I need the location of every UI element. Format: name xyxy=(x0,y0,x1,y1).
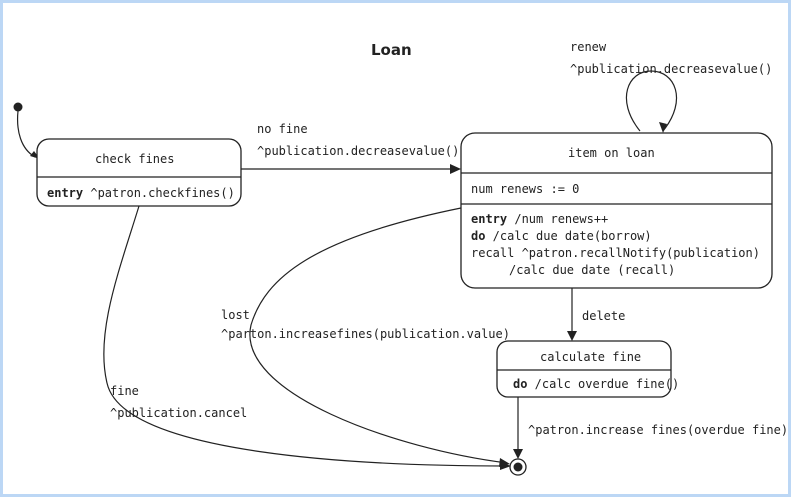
final-arrowhead xyxy=(513,449,523,459)
renew-event-label: renew xyxy=(570,40,607,54)
state-item-on-loan-recall: recall ^patron.recallNotify(publication) xyxy=(471,246,760,260)
no-fine-event-label: no fine xyxy=(257,122,308,136)
state-check-fines: check fines entry ^patron.checkfines() xyxy=(36,138,242,207)
fine-action-label: ^publication.cancel xyxy=(110,406,247,420)
renew-action-label: ^publication.decreasevalue() xyxy=(570,62,772,76)
state-item-on-loan-do: do /calc due date(borrow) xyxy=(471,229,652,243)
final-state xyxy=(509,458,527,476)
state-item-on-loan: item on loan num renews := 0 entry /num … xyxy=(460,132,773,289)
state-check-fines-entry: entry ^patron.checkfines() xyxy=(47,186,235,200)
fine-arrowhead xyxy=(500,462,511,470)
final-action-label: ^patron.increase fines(overdue fine) xyxy=(528,423,788,437)
lost-transition xyxy=(249,207,508,464)
renew-arrowhead xyxy=(659,122,667,133)
initial-state xyxy=(13,102,23,112)
state-item-on-loan-recall-action: /calc due date (recall) xyxy=(509,263,675,277)
lost-action-label: ^parton.increasefines(publication.value) xyxy=(221,327,510,341)
state-item-on-loan-attribute: num renews := 0 xyxy=(471,182,579,196)
diagram-title: Loan xyxy=(371,41,412,59)
no-fine-action-label: ^publication.decreasevalue() xyxy=(257,144,459,158)
lost-event-label: lost xyxy=(221,308,250,322)
state-calculate-fine-do: do /calc overdue fine() xyxy=(513,377,679,391)
state-calculate-fine: calculate fine do /calc overdue fine() xyxy=(496,340,679,398)
renew-transition xyxy=(625,70,678,132)
initial-transition xyxy=(16,110,36,158)
fine-transition xyxy=(103,205,509,467)
delete-arrowhead xyxy=(567,331,577,341)
state-calculate-fine-name: calculate fine xyxy=(540,350,641,364)
state-item-on-loan-entry: entry /num renews++ xyxy=(471,212,608,226)
no-fine-arrowhead xyxy=(450,164,461,174)
state-item-on-loan-name: item on loan xyxy=(568,146,655,160)
fine-event-label: fine xyxy=(110,384,139,398)
state-diagram: Loan check fines entry ^patron.checkfine… xyxy=(13,40,788,476)
state-check-fines-name: check fines xyxy=(95,152,174,166)
diagram-canvas: Loan check fines entry ^patron.checkfine… xyxy=(3,3,788,494)
delete-event-label: delete xyxy=(582,309,625,323)
